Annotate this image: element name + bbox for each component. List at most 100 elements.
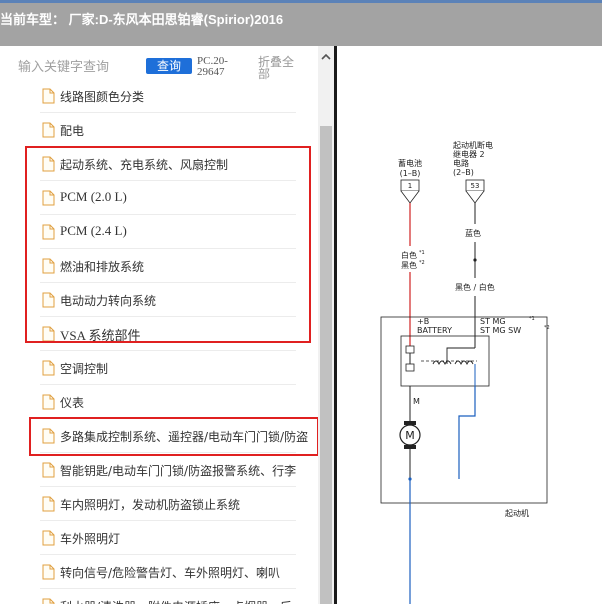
document-icon bbox=[42, 530, 55, 546]
motor-brush-bottom bbox=[404, 445, 416, 449]
tree-item-label: VSA 系统部件 bbox=[60, 328, 141, 343]
tree-item[interactable]: 配电 bbox=[0, 113, 318, 147]
box-st-mg-sw-note: *2 bbox=[544, 325, 550, 331]
search-input[interactable] bbox=[12, 56, 152, 78]
tree-item[interactable]: 仪表 bbox=[0, 385, 318, 419]
wire-blackwhite-label: 黑色 / 白色 bbox=[455, 282, 495, 292]
document-icon bbox=[42, 258, 55, 274]
box-st-mg-label: ST MG bbox=[480, 317, 506, 326]
tree-divider bbox=[40, 452, 296, 453]
tree-item[interactable]: PCM (2.4 L) bbox=[0, 215, 318, 249]
tree-item[interactable]: 线路图颜色分类 bbox=[0, 88, 318, 113]
document-icon bbox=[42, 462, 55, 478]
tree-divider bbox=[40, 180, 296, 181]
document-icon bbox=[42, 224, 55, 240]
tree-divider bbox=[40, 350, 296, 351]
starter-box bbox=[380, 316, 548, 504]
document-icon bbox=[42, 598, 55, 604]
wire-black-note: *2 bbox=[419, 260, 425, 266]
box-st-mg-sw-label: ST MG SW bbox=[480, 326, 521, 335]
current-model-title: 当前车型： 厂家:D-东风本田思铂睿(Spirior)2016 bbox=[0, 12, 284, 27]
tree-item[interactable]: 车内照明灯，发动机防盗锁止系统 bbox=[0, 487, 318, 521]
solenoid-box bbox=[400, 335, 490, 387]
wire-white-note: *1 bbox=[419, 250, 425, 256]
box-plus-b-label: +B bbox=[417, 317, 429, 326]
document-icon bbox=[42, 88, 55, 104]
tree-divider bbox=[40, 214, 296, 215]
tree-item-label: 燃油和排放系统 bbox=[60, 260, 145, 274]
document-code: PC.20-29647 bbox=[197, 55, 228, 78]
box-battery-label: BATTERY bbox=[417, 326, 452, 335]
tree-item-label: PCM (2.0 L) bbox=[60, 189, 127, 204]
relay-label-line3: 电路 bbox=[453, 158, 469, 168]
document-icon bbox=[42, 122, 55, 138]
tree-item[interactable]: 智能钥匙/电动车门门锁/防盗报警系统、行李 bbox=[0, 453, 318, 487]
tree-item[interactable]: 电动动力转向系统 bbox=[0, 283, 318, 317]
tree-divider bbox=[40, 384, 296, 385]
tree-scrollbar[interactable] bbox=[318, 46, 334, 604]
switch-contact-lower-icon bbox=[405, 363, 415, 372]
document-icon bbox=[42, 360, 55, 376]
starter-component-label: 起动机 bbox=[505, 508, 529, 518]
tree-item[interactable]: 空调控制 bbox=[0, 351, 318, 385]
tree-item-label: 转向信号/危险警告灯、车外照明灯、喇叭 bbox=[60, 566, 281, 580]
query-button[interactable]: 查询 bbox=[146, 58, 192, 74]
document-icon bbox=[42, 190, 55, 206]
coil-right-icon bbox=[454, 360, 474, 366]
search-row: 查询 PC.20-29647 折叠全部 bbox=[0, 46, 318, 88]
tree-item[interactable]: 刮水器/清洗器、附件电源插座、点烟器、后 bbox=[0, 589, 318, 604]
tree-item-label: 线路图颜色分类 bbox=[60, 90, 145, 104]
collapse-all-link[interactable]: 折叠全部 bbox=[258, 55, 295, 81]
tree-item-label: 多路集成控制系统、遥控器/电动车门门锁/防盗 bbox=[60, 430, 309, 444]
tree-item-label: 车外照明灯 bbox=[60, 532, 121, 546]
panel-splitter[interactable] bbox=[334, 46, 337, 604]
switch-contact-upper-icon bbox=[405, 345, 415, 354]
battery-label-line2: (1–B) bbox=[400, 169, 421, 178]
tree-item[interactable]: 转向信号/危险警告灯、车外照明灯、喇叭 bbox=[0, 555, 318, 589]
terminal-53-label: 53 bbox=[471, 182, 480, 190]
wire-splice-dot bbox=[473, 258, 477, 262]
document-icon bbox=[42, 156, 55, 172]
tree-item-label: 配电 bbox=[60, 124, 85, 138]
wire-black-label: 黑色 bbox=[401, 260, 417, 270]
tree-item-label: 空调控制 bbox=[60, 362, 109, 376]
tree-divider bbox=[40, 520, 296, 521]
wiring-diagram: 蓄电池 (1–B) 起动机断电 继电器 2 电路 (2–B) 1 53 白色 *… bbox=[337, 46, 602, 604]
wire-white-label: 白色 bbox=[401, 250, 417, 260]
relay-label-line2: 继电器 2 bbox=[453, 149, 485, 159]
tree-divider bbox=[40, 588, 296, 589]
tree-item-label: PCM (2.4 L) bbox=[60, 223, 127, 238]
tree-divider bbox=[40, 112, 296, 113]
box-st-mg-note: *1 bbox=[529, 316, 535, 322]
tree-divider bbox=[40, 282, 296, 283]
document-icon bbox=[42, 428, 55, 444]
tree-item[interactable]: VSA 系统部件 bbox=[0, 317, 318, 351]
title-bar: 当前车型： 厂家:D-东风本田思铂睿(Spirior)2016 bbox=[0, 0, 602, 46]
tree-item-label: 智能钥匙/电动车门门锁/防盗报警系统、行李 bbox=[60, 464, 297, 478]
coil-left-icon bbox=[432, 360, 452, 366]
motor-symbol: M bbox=[405, 429, 415, 442]
tree-item[interactable]: 车外照明灯 bbox=[0, 521, 318, 555]
tree-item-label: 车内照明灯，发动机防盗锁止系统 bbox=[60, 498, 241, 512]
motor-brush-top bbox=[404, 421, 416, 425]
document-icon bbox=[42, 496, 55, 512]
section-tree: 线路图颜色分类配电起动系统、充电系统、风扇控制 PCM (2.0 L) PCM (2… bbox=[0, 88, 318, 604]
wire-blue-label: 蓝色 bbox=[465, 228, 481, 238]
tree-divider bbox=[40, 316, 296, 317]
tree-item-label: 仪表 bbox=[60, 396, 85, 410]
scroll-thumb[interactable] bbox=[320, 126, 332, 604]
tree-item[interactable]: 燃油和排放系统 bbox=[0, 249, 318, 283]
tree-item[interactable]: PCM (2.0 L) bbox=[0, 181, 318, 215]
tree-item-label: 刮水器/清洗器、附件电源插座、点烟器、后 bbox=[60, 598, 292, 604]
tree-panel: 查询 PC.20-29647 折叠全部 线路图颜色分类配电起动系统、充电系统、风… bbox=[0, 46, 334, 604]
scroll-up-arrow-icon[interactable] bbox=[321, 52, 331, 62]
tree-divider bbox=[40, 486, 296, 487]
relay-label-line4: (2–B) bbox=[453, 168, 474, 177]
tree-item[interactable]: 起动系统、充电系统、风扇控制 bbox=[0, 147, 318, 181]
document-icon bbox=[42, 292, 55, 308]
ground-splice-dot bbox=[408, 477, 412, 481]
wiring-diagram-svg: 蓄电池 (1–B) 起动机断电 继电器 2 电路 (2–B) 1 53 白色 *… bbox=[380, 140, 550, 604]
document-icon bbox=[42, 326, 55, 342]
tree-item[interactable]: 多路集成控制系统、遥控器/电动车门门锁/防盗 bbox=[0, 419, 318, 453]
tree-divider bbox=[40, 554, 296, 555]
